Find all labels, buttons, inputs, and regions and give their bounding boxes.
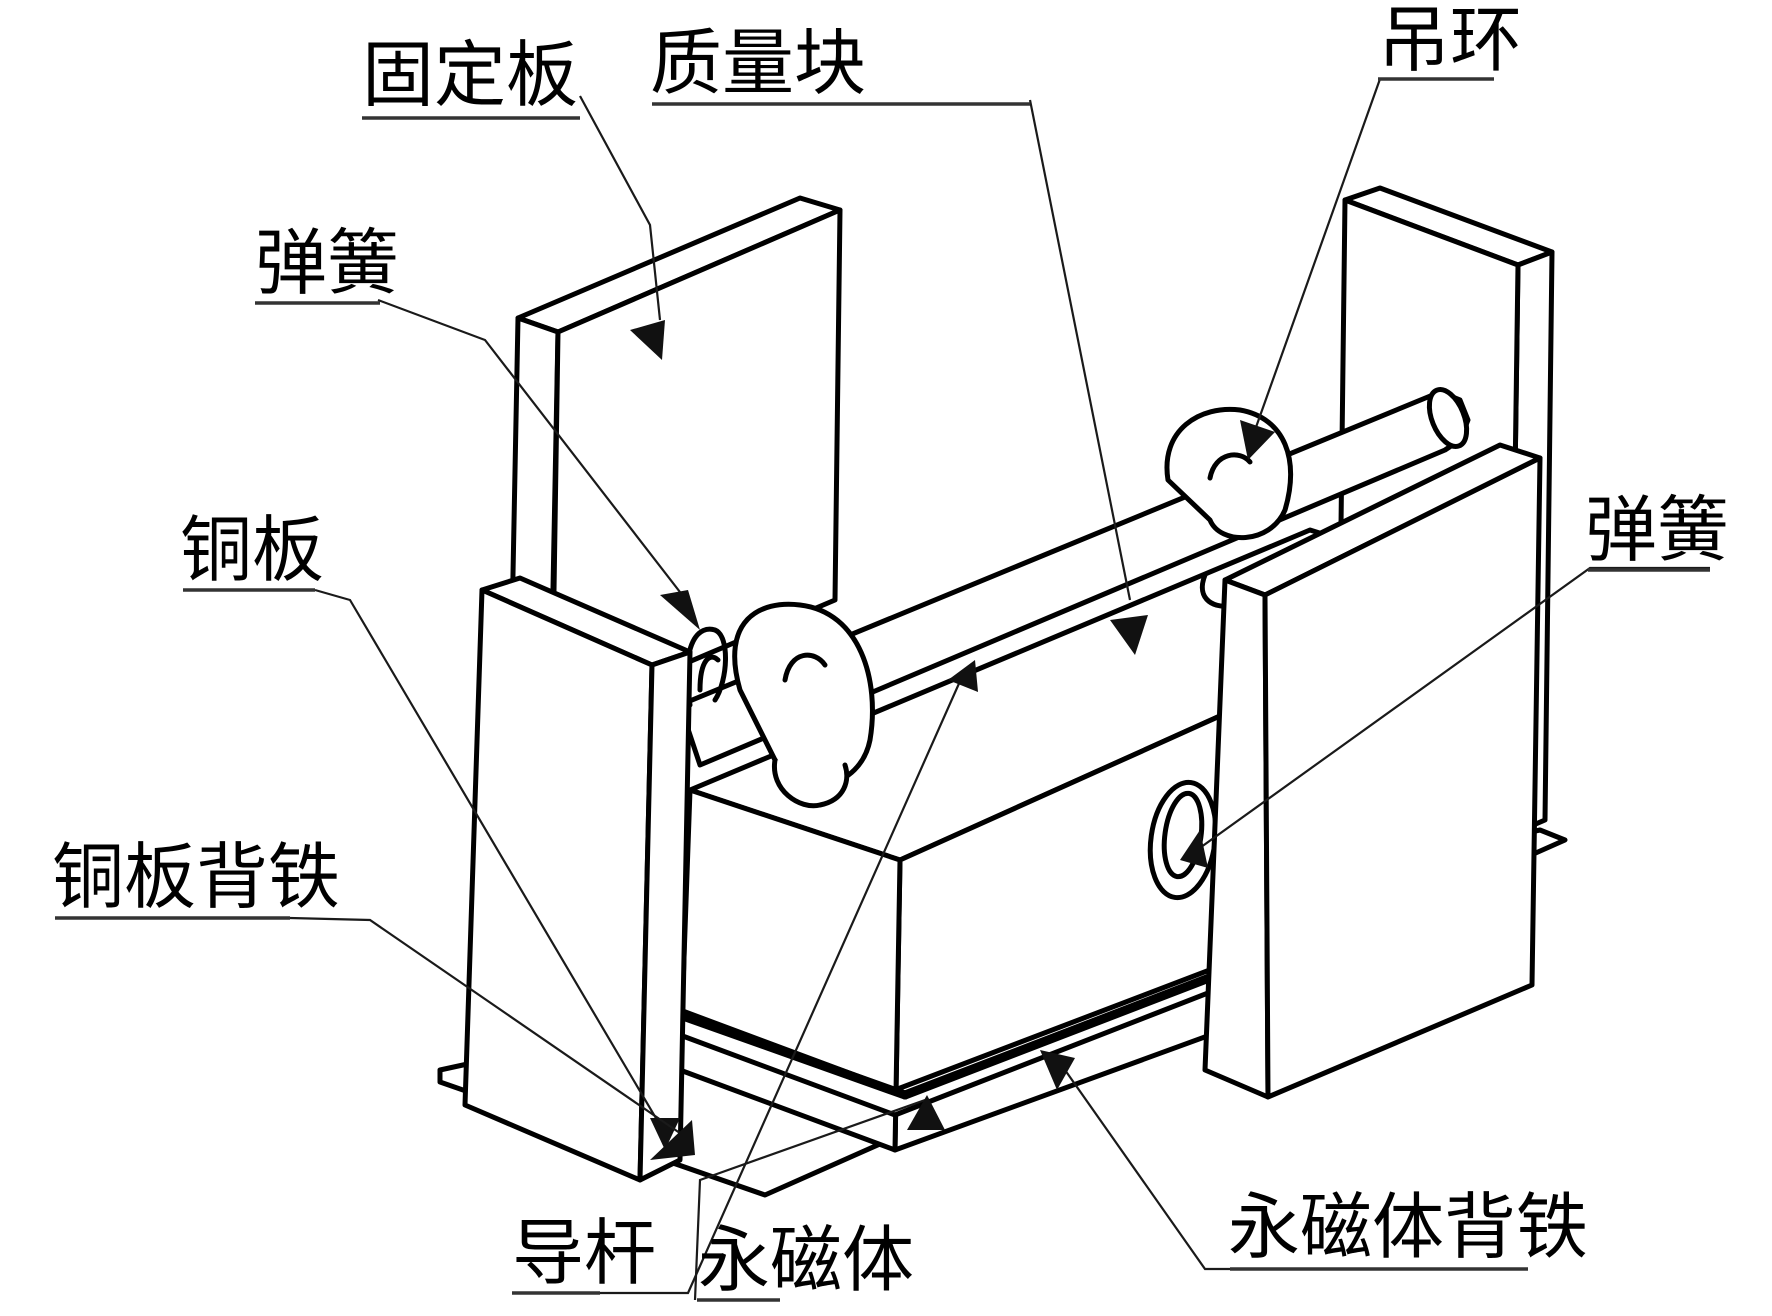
leader-magnet-back-iron bbox=[1064, 1069, 1230, 1271]
leader-copper-plate bbox=[314, 588, 661, 1126]
label-permanent-magnet-back-iron: 永磁体背铁 bbox=[1228, 1185, 1588, 1269]
fixed-plate-front-right bbox=[1202, 442, 1543, 1100]
arrow-magnet bbox=[907, 1095, 945, 1130]
arrow-copper-plate bbox=[650, 1118, 680, 1150]
arrow-guide-rod bbox=[948, 660, 978, 692]
lifting-ring-left bbox=[732, 601, 875, 809]
arrow-fixed-plate bbox=[630, 320, 665, 360]
label-spring-left: 弹簧 bbox=[255, 221, 399, 305]
label-lifting-ring: 吊环 bbox=[1378, 0, 1522, 82]
label-mass-block: 质量块 bbox=[650, 21, 866, 105]
label-copper-plate: 铜板 bbox=[180, 508, 324, 592]
label-guide-rod: 导杆 bbox=[512, 1211, 656, 1295]
arrow-copper-back-iron bbox=[650, 1120, 695, 1160]
arrow-spring-left bbox=[660, 590, 700, 630]
leader-fixed-plate bbox=[579, 95, 662, 321]
leader-lifting-ring bbox=[1253, 78, 1382, 431]
arrow-spring-right bbox=[1180, 830, 1208, 868]
label-spring-right: 弹簧 bbox=[1585, 488, 1729, 572]
label-permanent-magnet: 永磁体 bbox=[698, 1218, 914, 1302]
arrow-mass-block bbox=[1110, 615, 1148, 655]
leader-copper-back-iron bbox=[289, 916, 691, 1141]
leader-spring-left bbox=[377, 298, 691, 606]
arrow-lifting-ring bbox=[1240, 420, 1275, 460]
leader-mass-block bbox=[1028, 99, 1132, 601]
leader-guide-rod bbox=[600, 669, 967, 1295]
label-copper-plate-back-iron: 铜板背铁 bbox=[52, 835, 340, 919]
labels: 固定板 质量块 吊环 弹簧 弹簧 铜板 铜板背铁 导杆 永磁体 永磁体背铁 bbox=[52, 0, 1729, 1302]
leader-lines bbox=[289, 78, 1710, 1301]
fixed-plate-front-left bbox=[462, 575, 693, 1183]
leader-spring-right bbox=[1189, 566, 1710, 856]
label-underlines bbox=[55, 77, 1710, 1302]
arrow-magnet-back-iron bbox=[1040, 1050, 1075, 1090]
label-fixed-plate: 固定板 bbox=[362, 33, 578, 117]
fixed-plate-back-left bbox=[509, 195, 843, 723]
